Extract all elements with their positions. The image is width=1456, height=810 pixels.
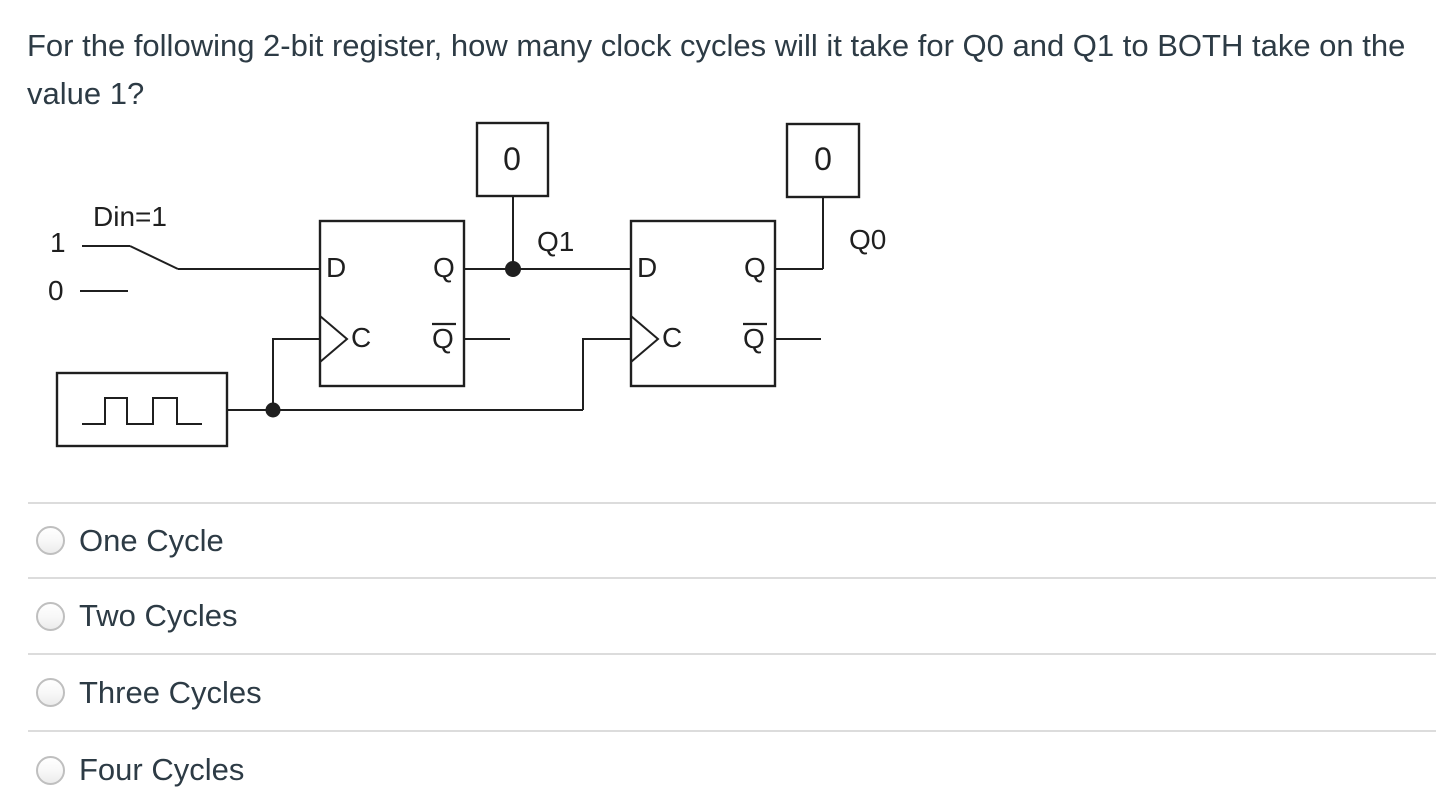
option-label: Three Cycles — [79, 674, 262, 710]
ff2-q-pin-label: Q — [744, 252, 766, 283]
two-bit-register-schematic: Din=1 1 0 D Q C Q D Q C Q Q1 Q0 0 0 — [48, 121, 886, 448]
ff2-c-pin-label: C — [662, 322, 682, 353]
circuit-labels: Din=1 1 0 D Q C Q D Q C Q Q1 Q0 0 0 — [48, 141, 886, 354]
option-label: One Cycle — [79, 522, 224, 558]
option-label: Two Cycles — [79, 598, 238, 633]
ff1-clock-wire — [272, 338, 320, 410]
ff1-c-pin-label: C — [351, 322, 371, 353]
q0-label: Q0 — [849, 224, 886, 255]
q1-label: Q1 — [537, 226, 574, 257]
circuit-boxes — [55, 121, 861, 448]
ff2-clock-wire — [582, 338, 631, 410]
din-label: Din=1 — [93, 201, 167, 232]
ff2-clock-edge-icon — [630, 315, 660, 363]
ff2-d-pin-label: D — [637, 252, 657, 283]
ff1-d-pin-label: D — [326, 252, 346, 283]
answer-options: One Cycle Two Cycles Three Cycles Four C… — [28, 502, 1436, 808]
option-label: Four Cycles — [79, 752, 245, 787]
ff1-qbar-pin-label: Q — [432, 323, 454, 354]
q0-value: 0 — [814, 141, 832, 177]
clock-generator-box — [55, 371, 229, 448]
ff2-qbar-pin-label: Q — [743, 323, 765, 354]
q1-junction-dot — [505, 261, 521, 277]
q1-value-box — [475, 121, 550, 198]
answer-option-one-cycle[interactable]: One Cycle — [28, 502, 1436, 577]
answer-option-three-cycles[interactable]: Three Cycles — [28, 653, 1436, 730]
ff1-clock-edge-icon — [319, 315, 349, 363]
circuit-diagram: Din=1 1 0 D Q C Q D Q C Q Q1 Q0 0 0 — [0, 110, 940, 460]
answer-option-four-cycles[interactable]: Four Cycles — [28, 730, 1436, 808]
junction-dots — [265, 261, 521, 418]
question-text: For the following 2-bit register, how ma… — [27, 28, 1406, 111]
clock-junction-dot — [265, 402, 281, 418]
ff2-box — [629, 219, 777, 388]
radio-two-cycles[interactable] — [36, 601, 65, 631]
clock-waveform-icon — [82, 397, 202, 425]
radio-four-cycles[interactable] — [36, 755, 65, 785]
answer-option-two-cycles[interactable]: Two Cycles — [28, 577, 1436, 653]
switch-blade-wire — [129, 245, 179, 270]
switch-1-label: 1 — [50, 227, 66, 258]
ff1-q-pin-label: Q — [433, 252, 455, 283]
q0-value-box — [785, 122, 861, 199]
circuit-wires — [80, 196, 824, 425]
radio-three-cycles[interactable] — [36, 678, 65, 707]
q1-value: 0 — [503, 141, 521, 177]
radio-one-cycle[interactable] — [36, 526, 65, 555]
switch-0-label: 0 — [48, 275, 64, 306]
ff1-box — [318, 219, 466, 388]
